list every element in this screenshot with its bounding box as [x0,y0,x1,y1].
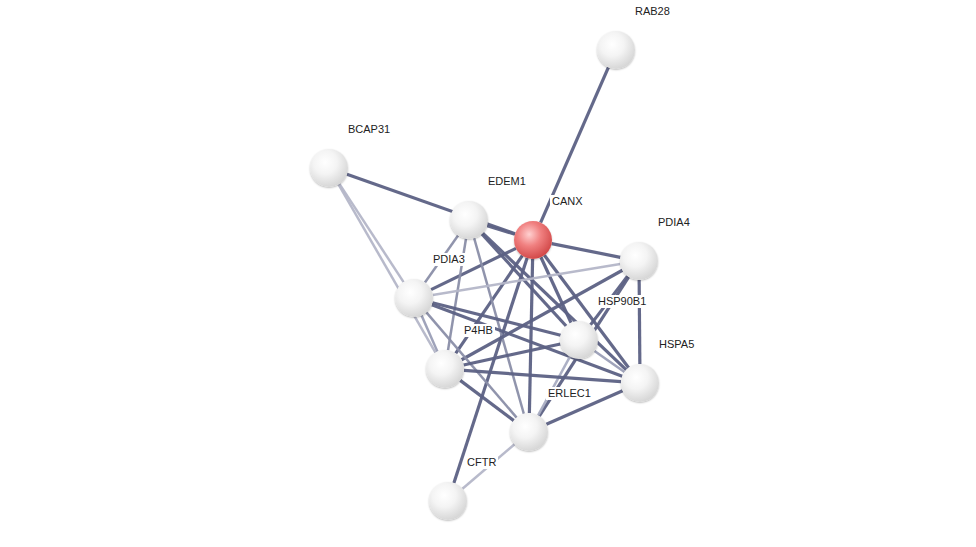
protein-label: BCAP31 [346,123,392,136]
protein-node: ERLEC1 [510,413,548,451]
protein-node: HSPA5 [621,364,659,402]
protein-label: PDIA4 [656,216,692,229]
interaction-line [638,280,642,364]
protein-label: PDIA3 [431,253,467,266]
protein-node: P4HB [426,350,464,388]
protein-node: BCAP31 [310,149,348,187]
interaction-line [338,184,435,352]
protein-node: PDIA4 [620,242,658,280]
protein-label: ERLEC1 [546,387,593,400]
interaction-line [595,351,625,372]
interaction-line [460,380,514,420]
protein-label: HSPA5 [657,338,696,351]
interaction-line [487,226,515,235]
interaction-line [433,264,621,295]
interaction-line [538,357,570,416]
protein-label: EDEM1 [486,175,528,188]
protein-label: HSP90B1 [596,295,648,308]
protein-label: P4HB [462,324,495,337]
protein-node: HSP90B1 [560,321,598,359]
interaction-line [339,184,403,282]
protein-node: EDEM1 [450,201,488,239]
protein-node: RAB28 [597,31,635,69]
interaction-line [462,444,514,488]
protein-label: CFTR [465,456,498,469]
interaction-line [464,344,561,365]
interaction-line [552,244,621,258]
interaction-line [426,312,516,417]
protein-node: CANX [514,221,552,259]
protein-label: CANX [550,195,585,208]
protein-label: RAB28 [633,5,672,18]
interaction-line [541,67,609,222]
protein-node: CFTR [429,482,467,520]
protein-node: PDIA3 [395,279,433,317]
interaction-line [464,370,621,381]
